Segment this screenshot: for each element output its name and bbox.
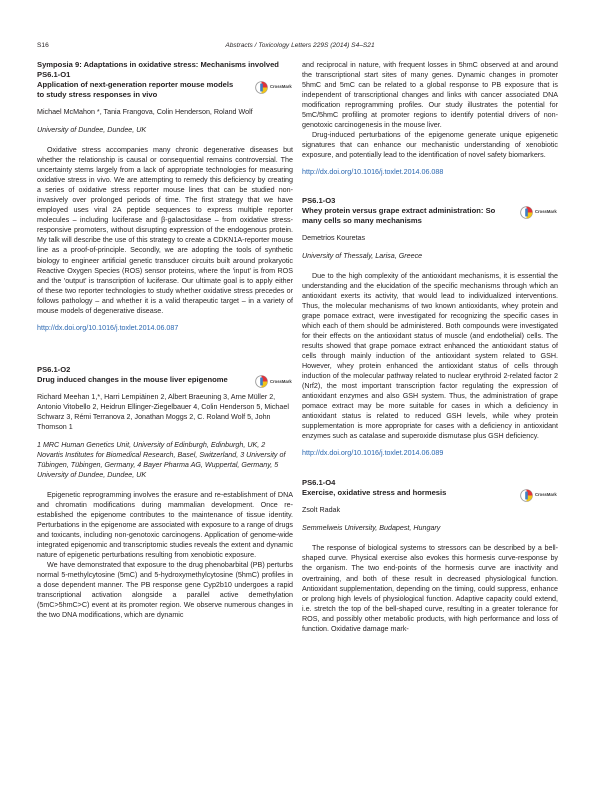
abstract-paragraph: Oxidative stress accompanies many chroni… xyxy=(37,146,293,315)
abstract-title: Whey protein versus grape extract admini… xyxy=(302,205,496,225)
abstract-id: PS6.1-O4 xyxy=(302,478,336,488)
crossmark-icon xyxy=(520,206,533,219)
abstract-paragraph-continued: and reciprocal in nature, with frequent … xyxy=(302,61,558,130)
abstract-title: Exercise, oxidative stress and hormesis xyxy=(302,488,447,498)
crossmark-badge[interactable]: CrossMark xyxy=(255,80,293,94)
symposium-title: Symposia 9: Adaptations in oxidative str… xyxy=(37,60,279,69)
crossmark-badge[interactable]: CrossMark xyxy=(520,488,558,502)
abstract-paragraph: We have demonstrated that exposure to th… xyxy=(37,561,293,620)
left-column: Symposia 9: Adaptations in oxidative str… xyxy=(37,60,293,620)
crossmark-label: CrossMark xyxy=(270,378,292,384)
abstract-paragraph: Epigenetic reprogramming involves the er… xyxy=(37,490,294,560)
abstract-authors: Richard Meehan 1,*, Harri Lempiäinen 2, … xyxy=(37,392,289,431)
abstract-o3: PS6.1-O3 Whey protein versus grape extra… xyxy=(302,196,558,459)
running-head: Abstracts / Toxicology Letters 229S (201… xyxy=(225,42,375,49)
abstract-o2: PS6.1-O2 Drug induced changes in the mou… xyxy=(37,365,293,621)
abstract-authors: Zsolt Radak xyxy=(302,506,341,515)
abstract-affiliation: 1 MRC Human Genetics Unit, University of… xyxy=(37,440,286,479)
crossmark-icon xyxy=(520,489,533,502)
abstract-paragraph: Drug-induced perturbations of the epigen… xyxy=(302,131,558,160)
doi-link[interactable]: http://dx.doi.org/10.1016/j.toxlet.2014.… xyxy=(302,168,444,177)
page-header: S16 Abstracts / Toxicology Letters 229S … xyxy=(37,42,563,54)
abstract-title: Application of next-generation reporter … xyxy=(37,80,234,99)
crossmark-icon xyxy=(255,375,268,388)
crossmark-badge[interactable]: CrossMark xyxy=(520,206,558,220)
doi-link[interactable]: http://dx.doi.org/10.1016/j.toxlet.2014.… xyxy=(37,323,179,332)
crossmark-badge[interactable]: CrossMark xyxy=(255,375,293,389)
abstract-title: Drug induced changes in the mouse liver … xyxy=(37,374,228,384)
abstract-id: PS6.1-O3 xyxy=(302,195,336,205)
right-column: and reciprocal in nature, with frequent … xyxy=(302,60,558,634)
abstract-paragraph: The response of biological systems to st… xyxy=(302,544,558,633)
crossmark-label: CrossMark xyxy=(535,209,557,215)
abstract-affiliation: University of Thessaly, Larisa, Greece xyxy=(302,251,423,260)
abstract-o1: PS6.1-O1 Application of next-generation … xyxy=(37,70,293,333)
abstract-o4: PS6.1-O4 Exercise, oxidative stress and … xyxy=(302,478,558,633)
abstract-affiliation: Semmelweis University, Budapest, Hungary xyxy=(302,524,441,533)
abstract-affiliation: University of Dundee, Dundee, UK xyxy=(37,126,147,134)
abstract-id: PS6.1-O1 xyxy=(37,70,71,79)
crossmark-icon xyxy=(255,81,268,94)
crossmark-label: CrossMark xyxy=(535,492,557,498)
abstract-id: PS6.1-O2 xyxy=(37,364,71,374)
doi-link[interactable]: http://dx.doi.org/10.1016/j.toxlet.2014.… xyxy=(302,449,444,458)
page-number: S16 xyxy=(37,42,49,49)
abstract-paragraph: Due to the high complexity of the antiox… xyxy=(302,271,558,441)
crossmark-label: CrossMark xyxy=(270,83,292,89)
abstract-authors: Michael McMahon *, Tania Frangova, Colin… xyxy=(37,108,253,116)
abstract-authors: Demetrios Kouretas xyxy=(302,233,366,242)
